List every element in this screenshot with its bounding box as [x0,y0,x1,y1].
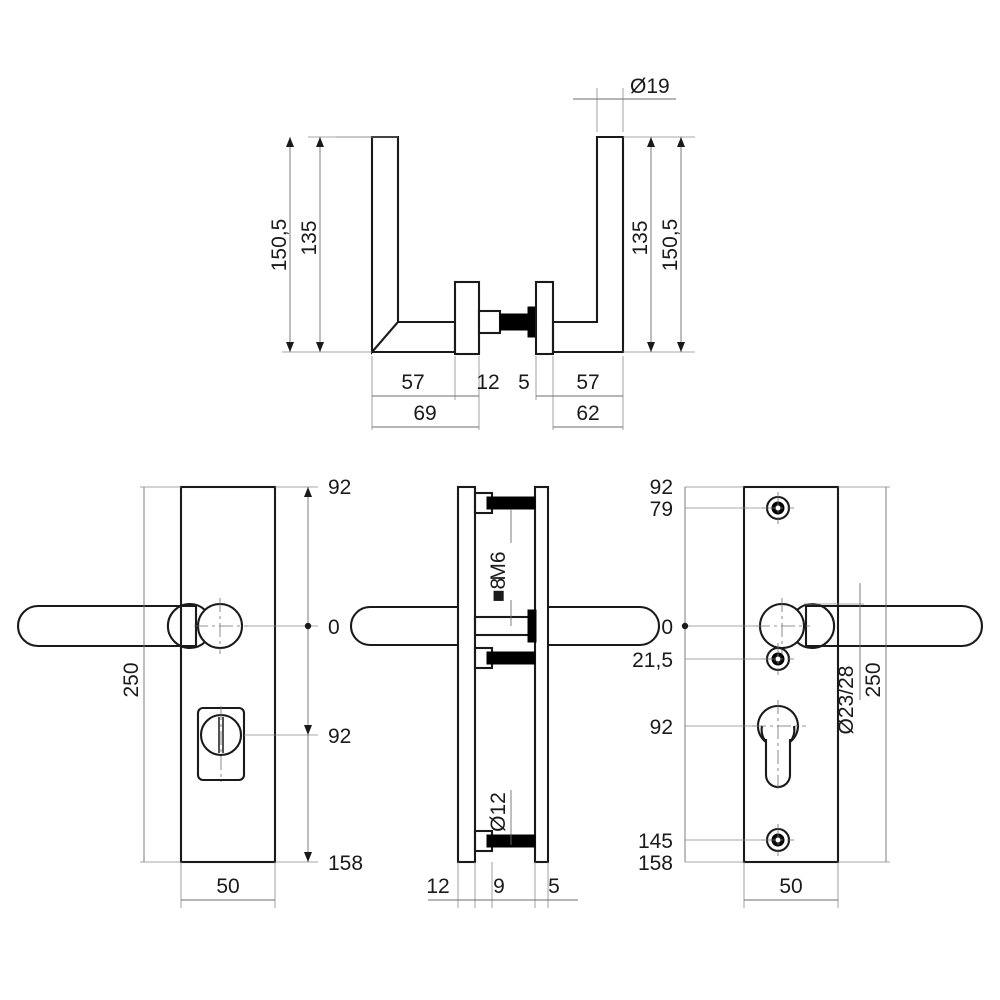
dim-outside-width-50: 50 [779,875,802,898]
top-view-left-heights: 150,5 135 [268,136,398,353]
dim-inside-width-50: 50 [216,875,239,898]
inside-ordinate-dimensions: 92 0 92 158 [244,476,363,875]
right-rosette [534,280,555,356]
outside-ordinate-dimensions: 92 79 0 21,5 92 145 158 [632,476,767,875]
inside-backplate [179,485,277,864]
dim-depth-62: 62 [576,402,599,425]
outside-width-dimension: 50 [743,862,839,908]
section-inside-lever [350,605,458,647]
dim-depth-5: 5 [518,371,530,394]
dim-plate-thickness-5: 5 [548,875,560,898]
top-view-diameter-dimension: Ø19 [573,75,676,132]
inside-height-dimension: 250 [120,486,181,863]
dim-plate-thickness-12: 12 [426,875,449,898]
top-view-depth-dimensions: 57 12 5 57 69 62 [371,356,624,430]
dim-outside-ord-145: 145 [638,830,673,853]
dim-inside-ord-92-top: 92 [328,476,351,499]
dim-outside-height-250: 250 [862,662,885,697]
inside-width-dimension: 50 [180,862,276,908]
outside-backplate [742,485,840,864]
front-view-outside: 92 79 0 21,5 92 145 158 Ø23/28 250 50 [632,476,983,908]
left-rosette [453,280,481,356]
dim-outside-ord-92-top: 92 [650,476,673,499]
side-section-view: M6 ■8 Ø12 12 9 5 [350,485,660,908]
dim-spindle-square-8: ■8 [487,578,510,602]
section-spindle-clip [527,609,537,643]
section-inside-plate [456,485,477,864]
top-view-left-lever [370,135,502,356]
section-thickness-dimensions: 12 9 5 [426,862,578,908]
top-view-right-lever [534,135,625,356]
dim-bolt-thread-m6: M6 [487,551,510,580]
dim-height-150-5-right: 150,5 [659,219,682,272]
outside-lever [804,604,983,648]
dim-depth-57-right: 57 [576,371,599,394]
dim-depth-57-left: 57 [401,371,424,394]
dim-inside-ord-158: 158 [328,852,363,875]
inside-lever [17,604,198,648]
dim-inside-ord-92: 92 [328,725,351,748]
dim-outside-ord-79: 79 [650,498,673,521]
outside-height-dimension: 250 [838,486,890,863]
top-view-right-heights: 135 150,5 [623,136,695,353]
section-m6-callout: M6 [487,509,512,581]
dim-hole-diameter-12: Ø12 [487,792,510,832]
dim-gap-9: 9 [493,875,505,898]
section-spindle-bar [473,615,535,637]
outside-screw-upper-mid [762,643,794,675]
left-spindle-collar [477,309,502,335]
dim-height-135-right: 135 [629,220,652,255]
euro-cylinder-keyhole [752,700,806,790]
section-top-bolt-shank [486,496,536,510]
dim-outside-ord-0: 0 [661,616,673,639]
section-outside-lever [548,605,660,647]
section-mid-bolt-shank [486,651,536,665]
dim-hub-diameter: Ø23/28 [835,666,858,735]
dim-lever-diameter: Ø19 [630,75,670,98]
dim-depth-12: 12 [476,371,499,394]
section-spindle-callout: ■8 [487,578,512,626]
top-view: Ø19 150,5 135 135 150 [268,75,695,430]
dim-height-135-left: 135 [298,220,321,255]
section-outside-plate [533,485,550,864]
dim-outside-ord-21-5: 21,5 [632,649,673,672]
dim-outside-ord-92: 92 [650,716,673,739]
dim-height-150-5-left: 150,5 [268,219,291,272]
dim-outside-ord-158: 158 [638,852,673,875]
dim-inside-ord-0: 0 [328,616,340,639]
front-view-inside: 92 0 92 158 250 50 [17,476,363,908]
section-hole-callout: Ø12 [487,790,512,845]
dim-inside-height-250: 250 [120,662,143,697]
outside-hub-diameter-callout: Ø23/28 [804,583,864,734]
dim-depth-69: 69 [413,402,436,425]
